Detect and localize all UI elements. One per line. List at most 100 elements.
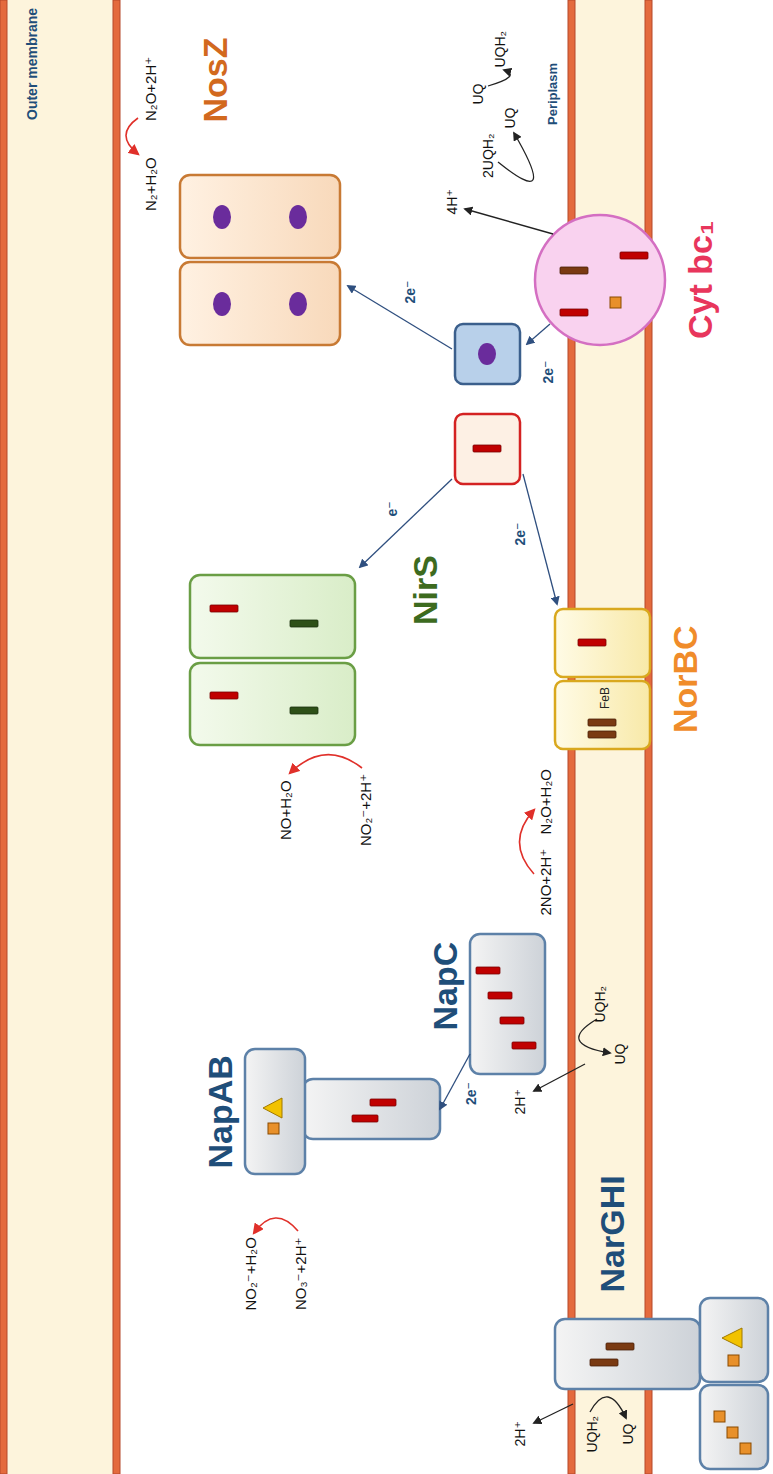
proton-label: 4H⁺ [444,189,460,214]
cofactor-label: FeB [599,687,613,709]
norc-subunit [555,609,650,677]
electron-arrow [527,324,550,344]
napa-subunit [245,1049,305,1174]
molybdenum-cofactor [263,1098,282,1118]
heme-c [473,445,501,452]
nosz-dimer: NosZ [180,175,340,345]
copper-center [289,205,307,229]
quinone-arrow [498,133,534,181]
nirs-subunit [190,575,355,658]
iron-sulfur-cluster [714,1411,725,1422]
reaction-substrate: NO₂⁻+2H⁺ [357,774,374,846]
heme-b [606,1343,634,1350]
heme-c [578,639,606,646]
quinone-label: UQ [502,108,518,129]
nosz-subunit [180,262,340,345]
protein-name: NorBC [666,625,705,733]
heme-b [560,267,588,274]
iron-sulfur-cluster [727,1427,738,1438]
cyt-bc1-complex [535,215,665,345]
reaction-arrow [520,810,535,874]
heme-d1 [290,707,318,714]
reaction-substrate: NO₃⁻+2H⁺ [292,1238,309,1310]
protein-name: NarGHI [593,1175,632,1292]
protein-name: NapAB [201,1055,240,1168]
electron-label: 2e⁻ [402,279,418,306]
molybdenum-cofactor [722,1328,742,1348]
copper-center [213,205,231,229]
quinone-arrow [488,70,510,86]
nari-subunit [555,1319,700,1389]
heme-c [500,1017,524,1024]
electron-label: e⁻ [384,499,400,518]
proton-label: 2H⁺ [512,1421,528,1446]
copper-protein [455,324,520,384]
quinone-label: UQ [620,1424,636,1445]
iron-sulfur-cluster [610,297,621,308]
copper-center [289,292,307,316]
iron-sulfur-cluster [268,1123,279,1134]
cytochrome-c [455,414,520,484]
membrane-line [0,0,7,1474]
heme-c [620,252,648,259]
reaction-product: N₂+H₂O [142,157,159,211]
quinone-label: UQH₂ [492,31,508,68]
protein-name: Cyt bc₁ [681,221,720,339]
reaction-arrow [126,118,138,154]
outer-membrane-band [0,0,120,1474]
quinone-label: UQ [470,84,486,105]
quinone-label: 2UQH₂ [480,134,496,178]
napc-protein: NapC [470,934,545,1074]
iron-sulfur-cluster [728,1355,739,1366]
heme-c [512,1042,536,1049]
copper-center [478,343,496,365]
electron-label: 2e⁻ [512,521,528,548]
heme-c [370,1099,396,1106]
electron-arrow [348,286,452,349]
reaction-product: NO+H₂O [277,780,294,840]
reaction-product: N₂O+H₂O [537,769,554,834]
proton-arrow [465,209,553,234]
heme-c [210,692,238,699]
napb-subunit [303,1079,440,1139]
electron-arrow [360,479,452,567]
compartment-label: Outer membrane [24,8,40,120]
norb-subunit [555,681,650,749]
heme-b [588,719,616,726]
compartment-label: Periplasm [546,63,561,125]
iron-sulfur-cluster [740,1443,751,1454]
electron-arrow [523,474,557,604]
quinone-arrow [579,1019,610,1053]
heme-b [590,1359,618,1366]
nirs-dimer: NirS [190,575,355,745]
cyt-bc1-complex: Cyt bc₁ [535,215,665,345]
protein-name: NapC [426,942,465,1031]
norbc-complex: NorBCFeB [555,609,650,749]
proton-arrow [534,1404,573,1423]
nosz-subunit [180,175,340,258]
narg-subunit [700,1298,768,1382]
reaction-arrow [254,1218,298,1233]
narh-subunit [700,1385,768,1469]
napc-subunit [470,934,545,1074]
heme-c [352,1115,378,1122]
heme-d1 [290,620,318,627]
membrane-line [113,0,120,1474]
reaction-product: NO₂⁻+H₂O [242,1237,259,1310]
protein-name: NosZ [196,38,235,123]
proton-arrow [534,1064,585,1091]
heme-c [476,967,500,974]
electron-label: 2e⁻ [540,359,556,386]
reaction-arrow [290,755,362,773]
protein-name: NirS [406,555,445,625]
heme-c [560,309,588,316]
quinone-label: UQH₂ [584,1416,600,1453]
heme-c [488,992,512,999]
reaction-substrate: N₂O+2H⁺ [142,57,159,121]
napab-complex: NapAB [245,1049,440,1174]
heme-b [588,731,616,738]
